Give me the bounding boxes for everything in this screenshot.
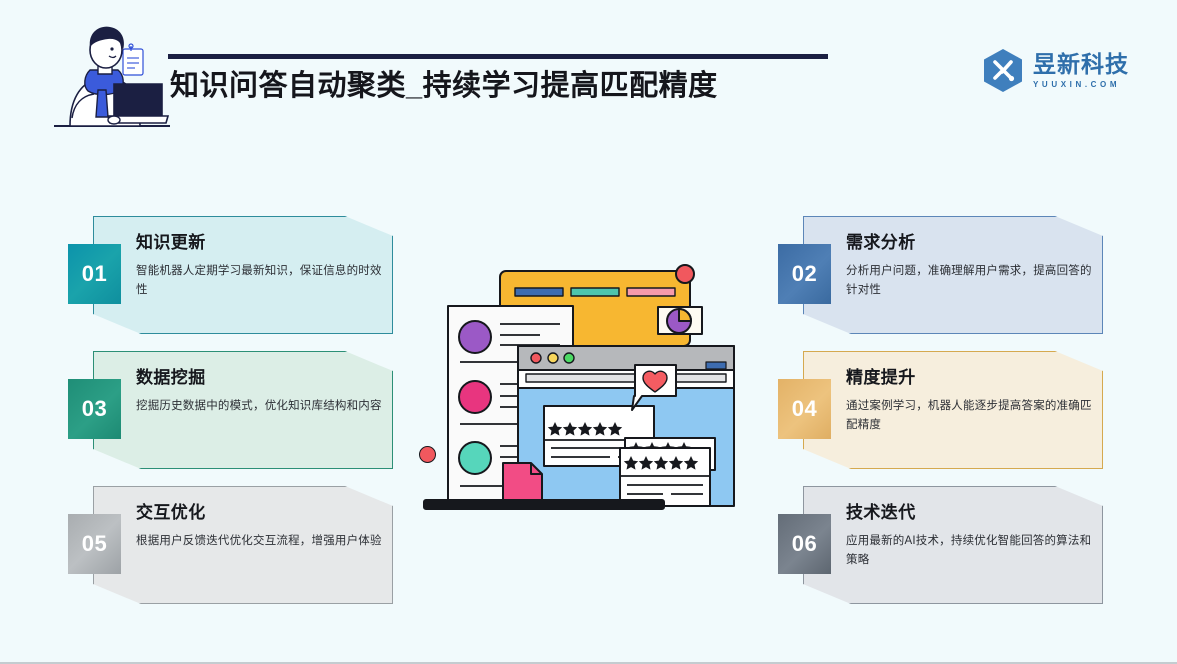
card-body [93,486,393,604]
card-body [803,216,1103,334]
dashboard-windows-reviews-illustration [420,250,740,530]
card-description: 应用最新的AI技术，持续优化智能回答的算法和策略 [846,534,1092,566]
card-title: 知识更新 [136,233,206,252]
person-with-laptop-illustration [52,20,172,135]
card-title: 精度提升 [846,368,916,387]
card-body [803,351,1103,469]
logo-name: 昱新科技 [1033,50,1129,77]
red-accent-dot [419,446,436,463]
card-number-badge: 05 [68,514,121,574]
page-title: 知识问答自动聚类_持续学习提高匹配精度 [170,70,718,102]
card-02[interactable]: 需求分析 分析用户问题，准确理解用户需求，提高回答的针对性 02 [778,216,1103,334]
logo-domain: YUUXIN.COM [1033,79,1121,89]
card-body [93,351,393,469]
card-number-badge: 04 [778,379,831,439]
card-05[interactable]: 交互优化 根据用户反馈迭代优化交互流程，增强用户体验 05 [68,486,393,604]
card-description: 分析用户问题，准确理解用户需求，提高回答的针对性 [846,264,1092,296]
card-number-badge: 01 [68,244,121,304]
page-header: 知识问答自动聚类_持续学习提高匹配精度 昱新科技 YUUXIN.COM [0,0,1177,150]
card-description: 智能机器人定期学习最新知识，保证信息的时效性 [136,264,382,296]
card-title: 技术迭代 [846,503,916,522]
card-number-badge: 06 [778,514,831,574]
card-description: 挖掘历史数据中的模式，优化知识库结构和内容 [136,399,382,412]
card-04[interactable]: 精度提升 通过案例学习，机器人能逐步提高答案的准确匹配精度 04 [778,351,1103,469]
card-description: 通过案例学习，机器人能逐步提高答案的准确匹配精度 [846,399,1092,431]
card-01[interactable]: 知识更新 智能机器人定期学习最新知识，保证信息的时效性 01 [68,216,393,334]
card-number-badge: 03 [68,379,121,439]
card-number-badge: 02 [778,244,831,304]
card-description: 根据用户反馈迭代优化交互流程，增强用户体验 [136,534,382,547]
card-title: 交互优化 [136,503,206,522]
title-accent-bar [168,54,828,59]
card-title: 需求分析 [846,233,916,252]
brand-logo: 昱新科技 YUUXIN.COM [982,48,1129,93]
yuuxin-x-hexagon-icon [982,48,1024,93]
card-body [803,486,1103,604]
card-06[interactable]: 技术迭代 应用最新的AI技术，持续优化智能回答的算法和策略 06 [778,486,1103,604]
card-03[interactable]: 数据挖掘 挖掘历史数据中的模式，优化知识库结构和内容 03 [68,351,393,469]
card-title: 数据挖掘 [136,368,206,387]
